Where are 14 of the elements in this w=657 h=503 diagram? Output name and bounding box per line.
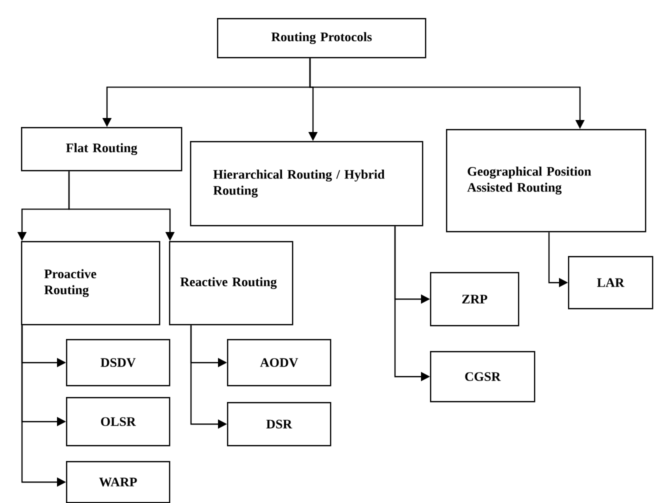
routing-box: Reactive Routing (169, 241, 294, 326)
routing-box: OLSR (66, 396, 170, 446)
routing-box: AODV (227, 339, 332, 386)
routing-box: WARP (66, 460, 170, 503)
routing-box: DSDV (66, 339, 170, 386)
routing-box: ZRP (430, 272, 520, 326)
routing-box: CGSR (430, 350, 536, 402)
routing-box: Routing Protocols (217, 18, 426, 58)
routing-box: LAR (568, 256, 654, 310)
routing-box: Flat Routing (21, 127, 182, 172)
routing-box: DSR (227, 402, 332, 446)
routing-box: Proactive Routing (21, 241, 160, 326)
routing-box: Hierarchical Routing / Hybrid Routing (190, 141, 424, 226)
routing-box: Geographical Position Assisted Routing (446, 129, 646, 232)
